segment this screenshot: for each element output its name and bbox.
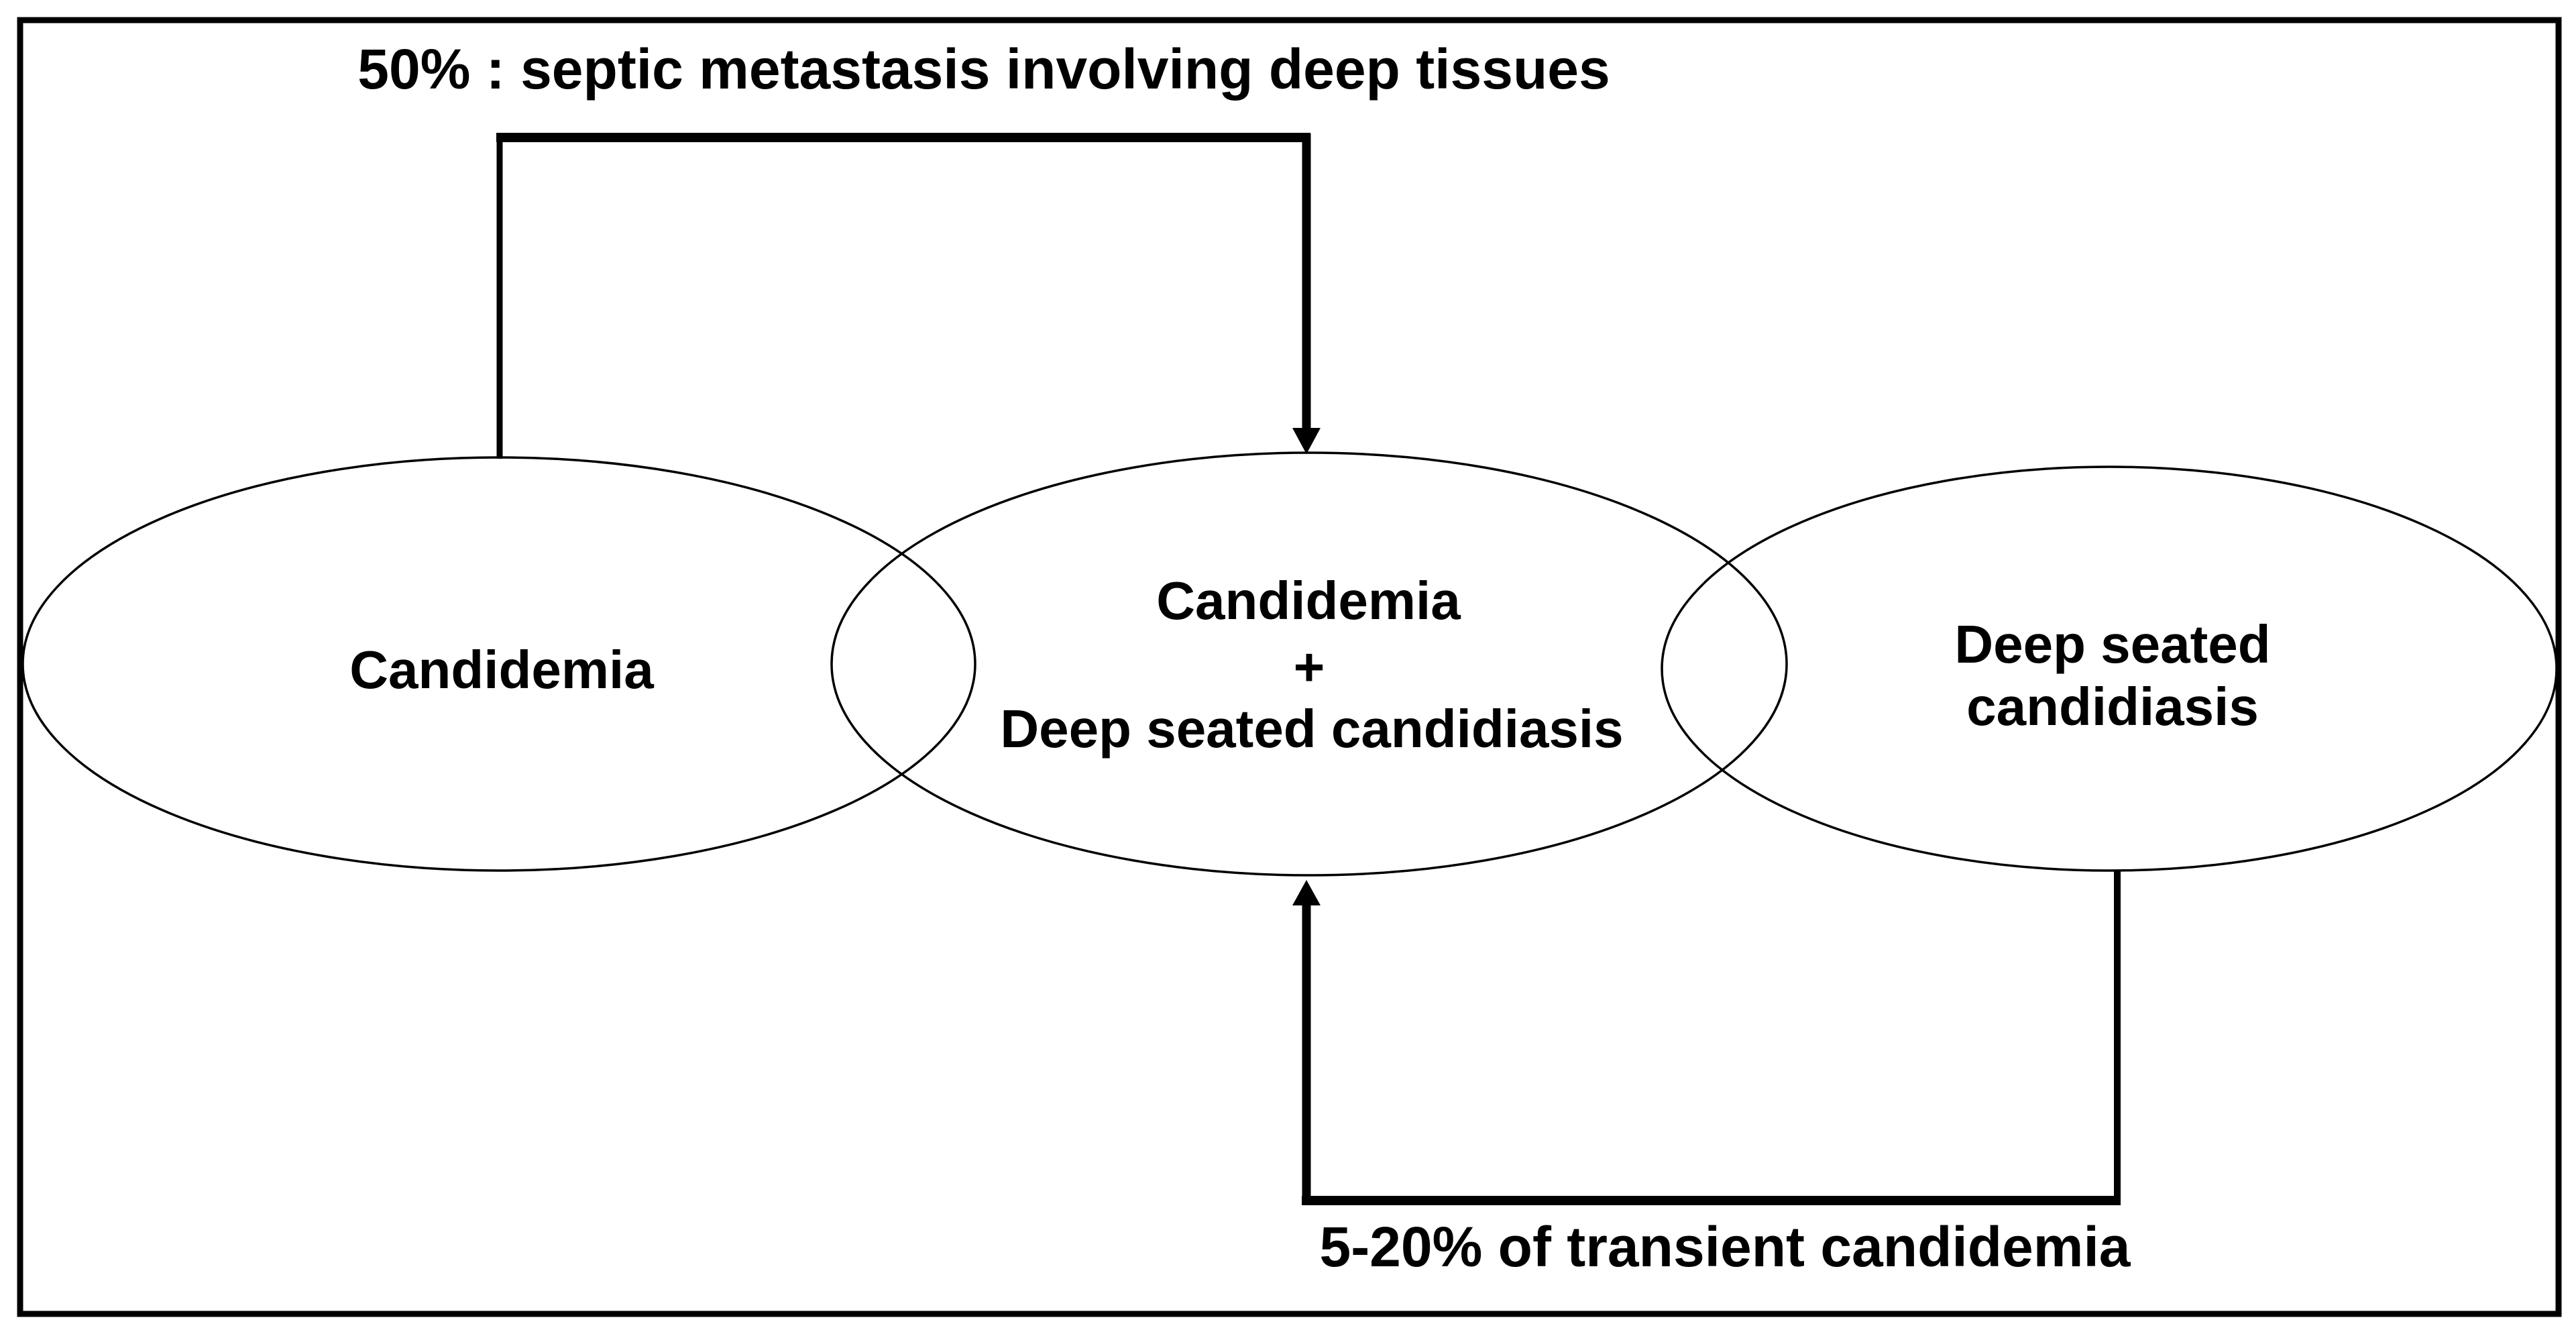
bottom-annotation: 5-20% of transient candidemia — [1319, 1215, 2131, 1278]
right-ellipse-label-line2: candidiasis — [1966, 677, 2259, 736]
diagram-arrowheads — [1292, 428, 1321, 905]
diagram-lines — [17, 17, 2562, 1317]
middle-ellipse-overlap — [830, 451, 1788, 877]
middle-ellipse-label-line1: Candidemia — [1156, 571, 1461, 630]
left-ellipse-label: Candidemia — [349, 640, 654, 700]
up-arrowhead-icon — [1292, 880, 1321, 905]
diagram-texts: 50% : septic metastasis involving deep t… — [349, 38, 2270, 1278]
down-arrowhead-icon — [1292, 428, 1321, 454]
right-ellipse-deep-seated — [1661, 465, 2558, 872]
middle-ellipse-label-line3: Deep seated candidiasis — [1000, 699, 1623, 759]
right-ellipse-label-line1: Deep seated — [1954, 614, 2270, 674]
top-annotation: 50% : septic metastasis involving deep t… — [357, 38, 1610, 101]
middle-ellipse-label-line2: + — [1294, 637, 1325, 697]
figure-border — [17, 17, 2562, 1317]
